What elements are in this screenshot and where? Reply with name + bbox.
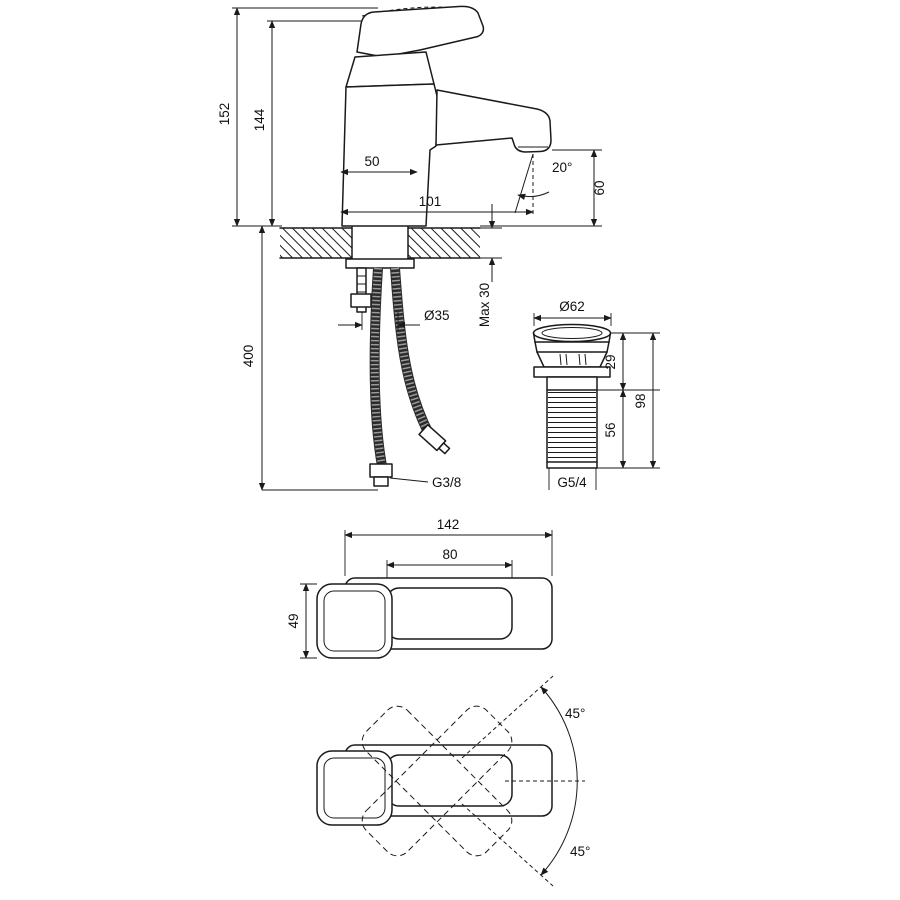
mounting-hardware bbox=[345, 258, 415, 313]
faucet-shank-hole bbox=[352, 227, 408, 259]
mounting-washer bbox=[345, 258, 415, 269]
drain-cap-side-right bbox=[608, 332, 612, 343]
drain-ring bbox=[533, 366, 611, 378]
dim-45-up-label: 45° bbox=[565, 706, 585, 721]
faucet-body bbox=[341, 83, 439, 227]
hose-left-tip bbox=[373, 476, 389, 487]
dim-max30-label: Max 30 bbox=[477, 283, 492, 327]
faucet-spout bbox=[435, 89, 552, 153]
hose-right-tip bbox=[438, 442, 451, 455]
lever-rotated-down bbox=[361, 705, 513, 857]
rotation-arc bbox=[540, 686, 578, 876]
spray-line bbox=[514, 153, 534, 214]
dim-56-label: 56 bbox=[603, 422, 618, 437]
drain-thread-hatch bbox=[548, 390, 596, 462]
dim-98-label: 98 bbox=[633, 393, 648, 408]
dim-400-label: 400 bbox=[241, 345, 256, 368]
hose-right bbox=[390, 267, 434, 437]
mounting-stud bbox=[356, 267, 367, 313]
dim-d62-label: Ø62 bbox=[559, 299, 585, 314]
faucet-side-view: 20° bbox=[341, 5, 572, 227]
dim-d35-label: Ø35 bbox=[424, 308, 450, 323]
dim-60-label: 60 bbox=[592, 180, 607, 195]
drain-assembly: Ø62 29 56 98 G bbox=[532, 299, 660, 490]
strainer-slot bbox=[559, 353, 562, 366]
strainer-slot bbox=[584, 353, 587, 366]
dim-80-label: 80 bbox=[442, 547, 457, 562]
dim-29-label: 29 bbox=[603, 354, 618, 369]
lever-raised-outline bbox=[361, 6, 477, 17]
strainer-slot bbox=[565, 353, 568, 366]
hose-right-connector bbox=[418, 424, 451, 455]
drain-band-left bbox=[534, 341, 538, 353]
hose-left-braid bbox=[370, 267, 386, 467]
rotview-handle bbox=[316, 750, 393, 826]
dim-49-label: 49 bbox=[286, 613, 301, 628]
drain-flange-inner bbox=[541, 327, 603, 339]
rotview-handle-inner bbox=[323, 757, 386, 819]
top-view: 142 80 49 bbox=[286, 517, 553, 659]
dim-142-label: 142 bbox=[437, 517, 460, 532]
supply-hoses bbox=[369, 267, 451, 487]
faucet-lever bbox=[356, 5, 485, 58]
dim-spray-angle-label: 20° bbox=[552, 160, 572, 175]
topview-handle bbox=[316, 583, 393, 659]
dim-144-label: 144 bbox=[252, 108, 267, 131]
thread-g54-label: G5/4 bbox=[557, 475, 587, 490]
drain-band-right bbox=[606, 341, 610, 353]
strainer-right bbox=[599, 351, 608, 368]
hose-left-nut bbox=[369, 463, 393, 478]
thread-g38-label: G3/8 bbox=[432, 475, 461, 490]
topview-handle-inner bbox=[323, 590, 386, 652]
strainer-slot bbox=[578, 353, 581, 366]
mounting-nut bbox=[350, 293, 372, 308]
dim-45-down-label: 45° bbox=[570, 844, 590, 859]
faucet-neck bbox=[345, 51, 435, 88]
lever-rotated-up bbox=[361, 705, 513, 857]
spray-angle-arc bbox=[517, 191, 550, 200]
rotation-view: 45° 45° bbox=[316, 675, 590, 887]
leader-g38 bbox=[389, 477, 429, 483]
dim-152-label: 152 bbox=[217, 103, 232, 126]
dim-101-label: 101 bbox=[419, 194, 442, 209]
dim-50-label: 50 bbox=[364, 154, 379, 169]
countertop-section bbox=[279, 226, 481, 260]
side-view-dimensions: 152 144 50 101 60 Max 30 400 Ø35 bbox=[217, 7, 607, 491]
drain-cap-side-left bbox=[532, 332, 536, 343]
strainer-left bbox=[536, 351, 545, 368]
